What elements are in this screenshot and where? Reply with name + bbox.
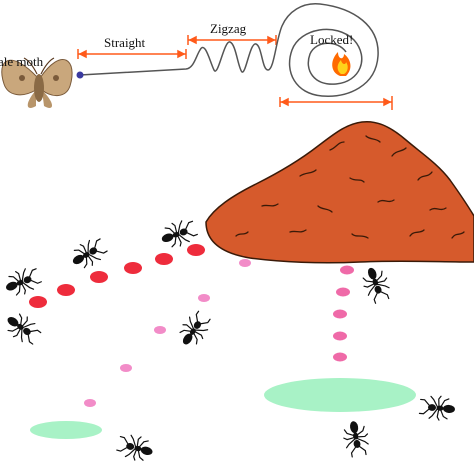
ant-icon: [114, 431, 157, 465]
zigzag-bracket: [187, 35, 277, 45]
ant-icon: [1, 263, 44, 301]
moth-icon: [1, 57, 73, 109]
ant-mound: [205, 120, 474, 264]
straight-label: Straight: [104, 35, 146, 50]
ant-icon: [173, 307, 215, 352]
locked-label: Locked!: [310, 32, 353, 47]
ant-icon: [66, 234, 111, 274]
path-start-dot: [76, 71, 84, 79]
locked-bracket: [279, 96, 393, 110]
ant-foraging-panel: [0, 120, 474, 465]
large-pool: [264, 378, 416, 412]
ant-icon: [358, 263, 395, 306]
weak-pheromone-trail-left: [84, 259, 251, 407]
pheromone-column: [333, 265, 354, 362]
small-pool: [30, 421, 102, 439]
mound-texture: [235, 135, 465, 239]
moth-flight-path: [79, 3, 379, 97]
moth-label: ale moth: [0, 54, 44, 69]
ant-icon: [418, 393, 457, 423]
zigzag-label: Zigzag: [210, 21, 247, 36]
moth-flight-panel: ale moth Straight Zigzag Loc: [0, 3, 393, 110]
ant-icon: [0, 307, 45, 349]
ant-icon: [340, 418, 372, 459]
flame-icon: [332, 52, 351, 76]
straight-bracket: [77, 49, 187, 59]
strong-pheromone-trail: [29, 244, 205, 308]
